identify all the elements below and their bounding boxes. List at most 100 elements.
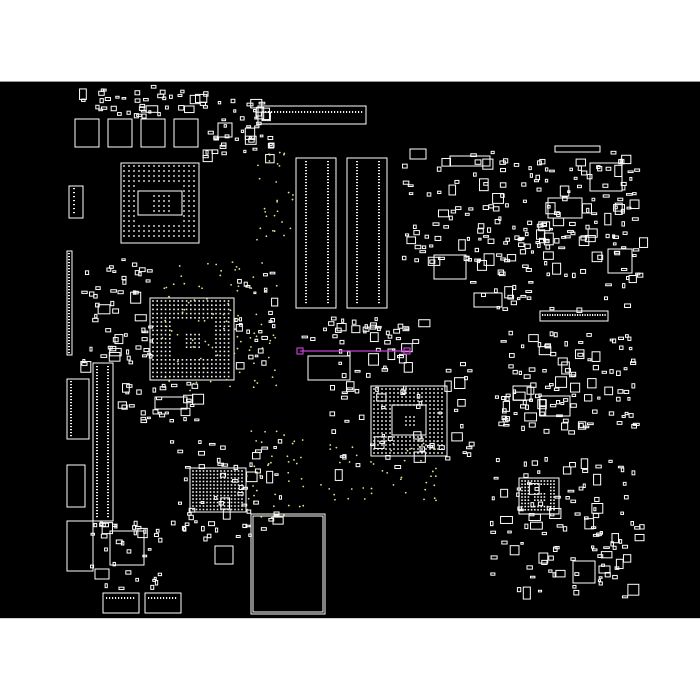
bga-pad [160, 304, 163, 306]
pad [378, 242, 380, 244]
bga-pad [227, 484, 229, 486]
passive-component [552, 572, 556, 578]
passive-component [601, 563, 605, 567]
bga-pad [219, 308, 221, 311]
bga-pad [188, 205, 190, 207]
passive-component [528, 334, 539, 343]
pad [356, 164, 358, 166]
bga-pad [128, 230, 130, 232]
bga-pad [143, 165, 145, 167]
passive-component [541, 559, 548, 565]
bga-pad [223, 329, 226, 332]
passive-component [108, 351, 121, 362]
bga-pad [401, 400, 403, 402]
pad [356, 173, 358, 175]
passive-component [639, 237, 649, 248]
passive-component [239, 116, 245, 121]
via [222, 313, 225, 316]
passive-component [329, 411, 336, 417]
passive-component [544, 167, 549, 172]
passive-component [624, 303, 632, 308]
bga-pad [553, 483, 555, 485]
via [198, 285, 201, 288]
passive-component [246, 125, 252, 128]
bga-pad [441, 436, 443, 438]
bga-pad [163, 200, 165, 202]
bga-pad [223, 350, 226, 353]
passive-component [146, 416, 151, 420]
bga-pad [433, 436, 435, 438]
passive-component [477, 228, 484, 234]
passive-component [345, 381, 355, 392]
bga-pad [153, 225, 155, 227]
southbridge-bga-pad-grid [373, 388, 443, 454]
passive-component [597, 554, 604, 558]
passive-component [95, 104, 100, 110]
pad [378, 284, 380, 286]
bga-pad [234, 498, 236, 500]
bga-pad [530, 480, 533, 482]
bga-pad [138, 235, 140, 237]
bga-pad [417, 440, 419, 442]
bga-pad [237, 477, 240, 479]
passive-component [126, 110, 131, 115]
bga-pad [156, 371, 158, 374]
passive-component [341, 373, 347, 379]
passive-component [148, 110, 152, 114]
pad [73, 212, 75, 214]
passive-component [535, 393, 540, 399]
pad [96, 396, 98, 398]
passive-component [238, 485, 244, 491]
bga-pad [219, 346, 221, 348]
pad [70, 405, 72, 407]
passive-component [500, 488, 509, 498]
bga-pad [194, 338, 196, 340]
pad [305, 161, 307, 163]
passive-component [620, 181, 627, 186]
pad [96, 378, 98, 380]
via [168, 334, 171, 337]
passive-component [525, 268, 532, 272]
bga-pad [425, 396, 427, 398]
passive-component [473, 172, 477, 177]
bga-pad [389, 416, 391, 418]
passive-component [482, 158, 494, 170]
pad [346, 111, 348, 113]
via [372, 463, 375, 465]
pad [378, 209, 380, 211]
passive-component [117, 290, 124, 295]
via [219, 274, 222, 277]
passive-component [496, 305, 500, 310]
pad [151, 597, 153, 599]
bga-pad [441, 420, 443, 422]
bga-pad [173, 367, 175, 369]
pad [304, 111, 306, 113]
bga-pad [160, 325, 163, 327]
via [264, 211, 267, 213]
bga-pad [133, 195, 135, 197]
bga-pad [401, 448, 403, 450]
bga-pad [128, 165, 130, 167]
passive-component [637, 272, 644, 278]
bga-pad [223, 363, 226, 365]
passive-component [458, 239, 466, 251]
bga-pad [524, 480, 526, 482]
bga-pad [377, 396, 379, 398]
via [270, 461, 272, 464]
bga-pad [405, 396, 407, 398]
bga-pad [237, 480, 240, 483]
io-passives [169, 439, 284, 542]
bga-pad [409, 448, 411, 450]
passive-component [621, 221, 625, 227]
bga-pad [537, 496, 539, 498]
pad [584, 314, 586, 316]
bga-pad [199, 501, 201, 504]
pad [305, 200, 307, 202]
bga-pad [178, 165, 180, 167]
pcb-viewer-canvas[interactable] [0, 81, 700, 619]
bga-pad [413, 444, 415, 446]
pad [157, 597, 159, 599]
pad [604, 314, 606, 316]
bga-pad [429, 388, 431, 390]
passive-component [610, 150, 617, 155]
